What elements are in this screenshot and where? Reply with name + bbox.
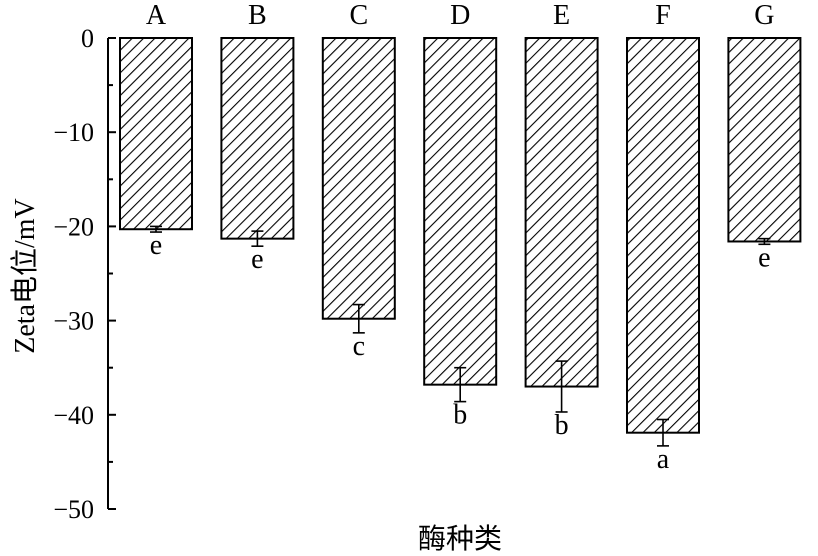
x-axis-title: 酶种类 xyxy=(418,523,502,555)
y-tick-label: 0 xyxy=(81,24,94,53)
y-tick-label: −30 xyxy=(53,307,94,336)
category-label: A xyxy=(146,0,167,31)
bar xyxy=(727,37,802,243)
category-label: B xyxy=(248,0,267,31)
bars-group xyxy=(119,37,802,447)
y-tick-label: −40 xyxy=(53,401,94,430)
significance-label: b xyxy=(453,400,467,431)
significance-label: b xyxy=(555,410,569,441)
significance-label: e xyxy=(150,230,162,261)
bar xyxy=(423,37,498,386)
y-tick-label: −20 xyxy=(53,212,94,241)
bar xyxy=(119,37,193,231)
y-axis-title: Zeta电位/mV xyxy=(9,198,41,354)
category-label: C xyxy=(349,0,368,31)
labels-group: 0 −10 −20 −30 −40 −50 Ae Be Cc Db Eb Fa Ge xyxy=(53,0,774,524)
category-label: D xyxy=(450,0,470,31)
y-tick-label: −50 xyxy=(53,495,94,524)
bar xyxy=(524,37,599,388)
bar xyxy=(321,37,396,320)
axes xyxy=(107,37,116,510)
bar xyxy=(220,37,295,240)
category-label: E xyxy=(553,0,570,31)
y-tick-label: −10 xyxy=(53,118,94,147)
significance-label: a xyxy=(657,444,670,475)
significance-label: e xyxy=(251,244,263,275)
category-label: F xyxy=(655,0,671,31)
significance-label: c xyxy=(353,331,365,362)
bar xyxy=(626,37,700,434)
significance-label: e xyxy=(758,242,770,273)
category-label: G xyxy=(754,0,774,31)
